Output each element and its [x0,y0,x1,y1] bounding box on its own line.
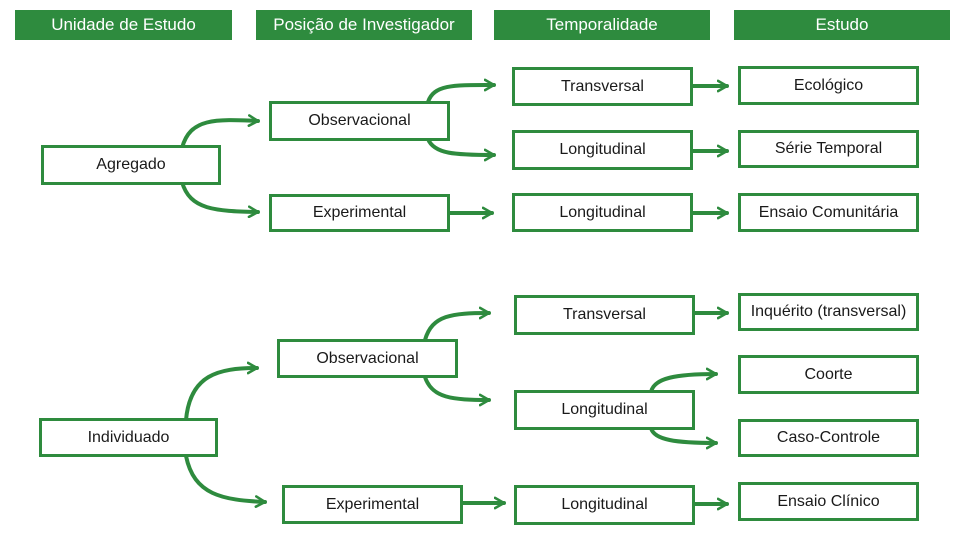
header-unit: Unidade de Estudo [15,10,232,40]
arrow-obs-to-transversal [426,78,496,104]
node-cohort: Coorte [738,355,919,394]
arrow-longitudinal-to-case-control [649,426,718,450]
node-individual: Individuado [39,418,218,457]
arrow-ind-obs-to-transversal [423,306,491,342]
node-case-control: Caso-Controle [738,419,919,457]
node-aggregate: Agregado [41,145,221,185]
arrow-aggregate-to-experimental [180,180,260,219]
node-time-series: Série Temporal [738,130,919,168]
node-individual-longitudinal-exp: Longitudinal [514,485,695,525]
node-clinical-trial: Ensaio Clínico [738,482,919,521]
arrow-longitudinal-to-cohort [649,367,718,394]
node-aggregate-experimental: Experimental [269,194,450,232]
header-position: Posição de Investigador [256,10,472,40]
arrow-ind-obs-to-longitudinal [423,375,491,407]
header-temporality: Temporalidade [494,10,710,40]
arrow-individual-to-experimental [184,454,267,508]
node-survey: Inquérito (transversal) [738,293,919,331]
arrow-individual-to-observational [184,361,259,422]
node-aggregate-longitudinal-exp: Longitudinal [512,193,693,232]
header-study: Estudo [734,10,950,40]
node-individual-observational: Observacional [277,339,458,378]
node-ecological: Ecológico [738,66,919,105]
node-individual-transversal: Transversal [514,295,695,335]
node-aggregate-observational: Observacional [269,101,450,141]
arrow-obs-to-longitudinal [426,137,496,162]
node-individual-longitudinal-obs: Longitudinal [514,390,695,430]
arrow-aggregate-to-observational [180,114,260,150]
node-aggregate-transversal: Transversal [512,67,693,106]
node-aggregate-longitudinal-obs: Longitudinal [512,130,693,170]
node-individual-experimental: Experimental [282,485,463,524]
node-community-trial: Ensaio Comunitária [738,193,919,232]
